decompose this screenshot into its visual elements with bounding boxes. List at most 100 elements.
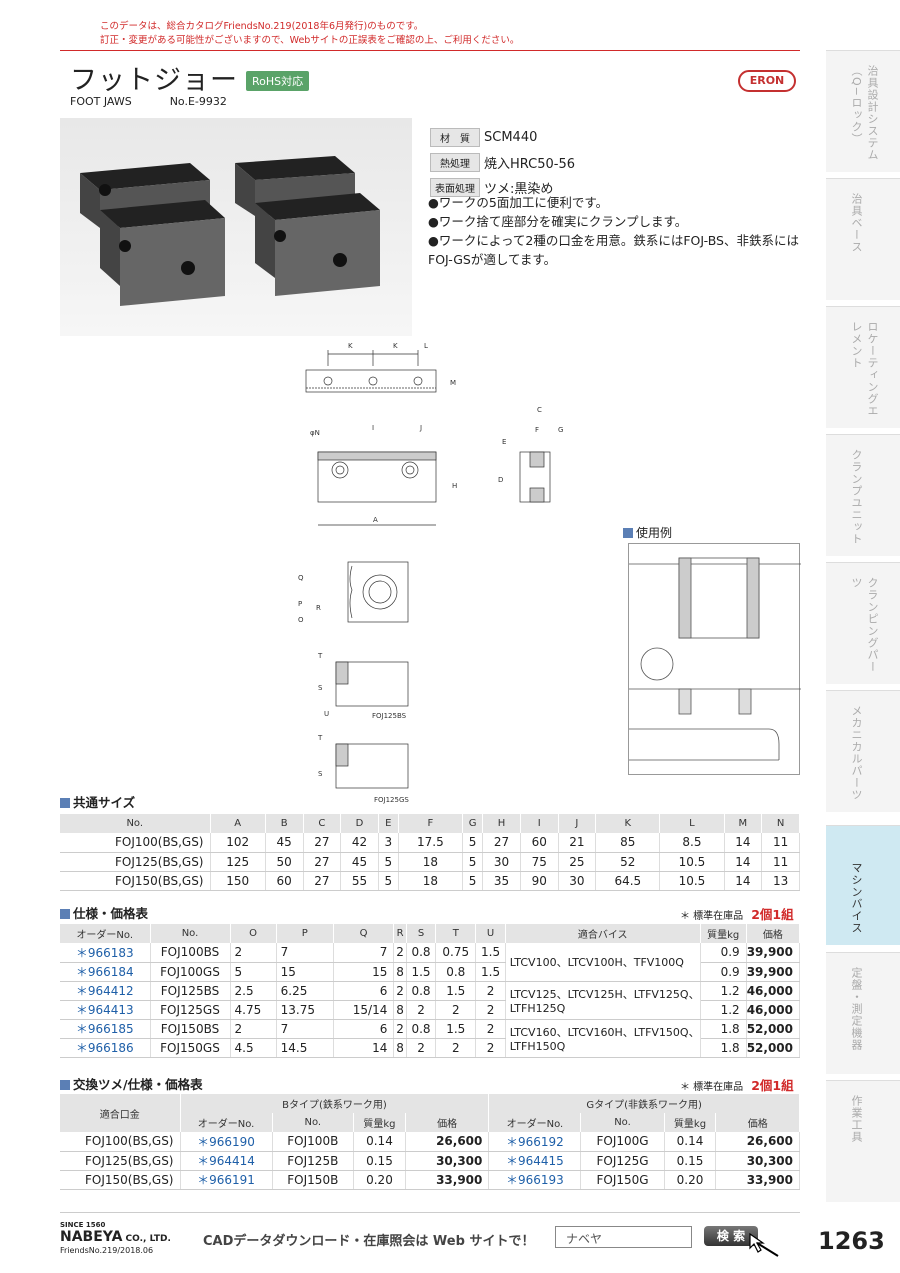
cell: FOJ100BS [150,943,231,963]
cell: 2 [435,1000,477,1020]
col-header: E [378,814,399,833]
notice-line1: このデータは、総合カタログFriendsNo.219(2018年6月発行)のもの… [100,21,424,32]
cell: 5 [230,962,277,982]
col-header: B [265,814,304,833]
cell: 11 [761,833,800,853]
spec-value: SCM440 [484,130,538,145]
cell: FOJ100(BS,GS) [60,1132,181,1152]
cell: 52 [595,852,661,872]
cell: 0.14 [353,1132,406,1152]
cell: 50 [265,852,304,872]
spec-label: 表面処理 [430,178,480,197]
cell: 3 [378,833,399,853]
cell: 6 [333,1019,395,1039]
technical-drawing: K K L M φN I J A H C F G E D Q P R O T S… [298,342,563,804]
dim-c: C [537,406,542,414]
dim-g: G [558,426,563,434]
col-header: オーダーNo. [60,924,151,943]
col-header: Gタイプ(非鉄系ワーク用) [488,1094,800,1113]
company-name: NABEYA [60,1229,123,1245]
cell: 2.5 [230,981,277,1001]
company-suffix: CO., LTD. [122,1234,171,1244]
col-header: No. [580,1113,665,1132]
order-no: ＊966192 [488,1132,582,1152]
search-input[interactable]: ナベヤ [555,1226,692,1248]
dim-q: Q [298,574,304,582]
cell: FOJ150G [580,1170,665,1190]
sidebar-item-clamping[interactable]: クランピングパーツ [826,562,900,684]
dim-l: L [424,342,428,350]
cell: 75 [520,852,559,872]
rohs-badge: RoHS対応 [246,71,310,91]
cell: FOJ150B [272,1170,355,1190]
cell: FOJ100G [580,1132,665,1152]
price: 46,000 [746,1000,801,1020]
cad-download-text: CADデータダウンロード・在庫照会は Web サイトで！ [203,1234,535,1249]
order-no: ＊964413 [60,1000,151,1020]
col-header: 価格 [715,1113,800,1132]
cell: FOJ100B [272,1132,355,1152]
cell: 150 [210,871,266,891]
cell: FOJ125G [580,1151,665,1171]
col-header: オーダーNo. [180,1113,273,1132]
vise-cell: LTCV160、LTCV160H、LTFV150Q、LTFH150Q [505,1019,701,1058]
jaw-left-front [100,200,225,306]
order-no: ＊964415 [488,1151,582,1171]
cell: FOJ100(BS,GS) [60,833,211,853]
cell: 7 [333,943,395,963]
price: 52,000 [746,1019,801,1039]
col-header: I [520,814,559,833]
col-header: H [482,814,521,833]
col-header: L [659,814,725,833]
cell: 5 [462,852,484,872]
notice: このデータは、総合カタログFriendsNo.219(2018年6月発行)のもの… [100,20,519,48]
vise-cell: LTCV100、LTCV100H、TFV100Q [505,943,701,982]
cell: 0.20 [353,1170,406,1190]
sidebar-item-vise[interactable]: マシンバイス [826,825,900,945]
cell: 27 [303,871,342,891]
dim-h: H [452,482,457,490]
col-header: No. [150,924,231,943]
cell: 27 [303,833,342,853]
dim-t1: T [317,652,323,660]
cell: 90 [520,871,559,891]
cell: 0.8 [406,1019,437,1039]
sidebar-item-measure[interactable]: 定盤・測定機器 [826,952,900,1074]
cell: 7 [276,1019,334,1039]
sidebar-item-tools[interactable]: 作業工具 [826,1080,900,1202]
col-header: A [210,814,266,833]
sidebar-item-mechanical[interactable]: メカニカルパーツ [826,690,900,812]
col-header: No. [60,814,211,833]
cell: 2 [230,1019,277,1039]
cell: 6.25 [276,981,334,1001]
price: 26,600 [405,1132,490,1152]
sidebar-label: 治具ベース [850,193,863,253]
cell: 8 [393,1038,407,1058]
cell: 2 [475,1038,506,1058]
sidebar-item-locating[interactable]: ロケーティングエレメント [826,306,900,428]
sidebar-item-clamp-unit[interactable]: クランプユニット [826,434,900,556]
order-no: ＊966185 [60,1019,151,1039]
col-header: 質量kg [353,1113,406,1132]
sidebar-item-qlock[interactable]: 治具設計システム（Q−ロック） [826,50,900,172]
cell: 18 [398,871,463,891]
cell: 1.5 [475,962,506,982]
cell: FOJ150(BS,GS) [60,871,211,891]
cell: 30 [558,871,597,891]
dim-r: R [316,604,321,612]
search-button[interactable]: 検 索 [704,1226,758,1246]
col-header: S [406,924,437,943]
col-header: オーダーNo. [488,1113,582,1132]
dim-s2: S [318,770,323,778]
dim-k1: K [348,342,353,350]
feature-list: ●ワークの5面加工に便利です。 ●ワーク捨て座部分を確実にクランプします。 ●ワ… [428,193,813,269]
sidebar-item-base[interactable]: 治具ベース [826,178,900,300]
